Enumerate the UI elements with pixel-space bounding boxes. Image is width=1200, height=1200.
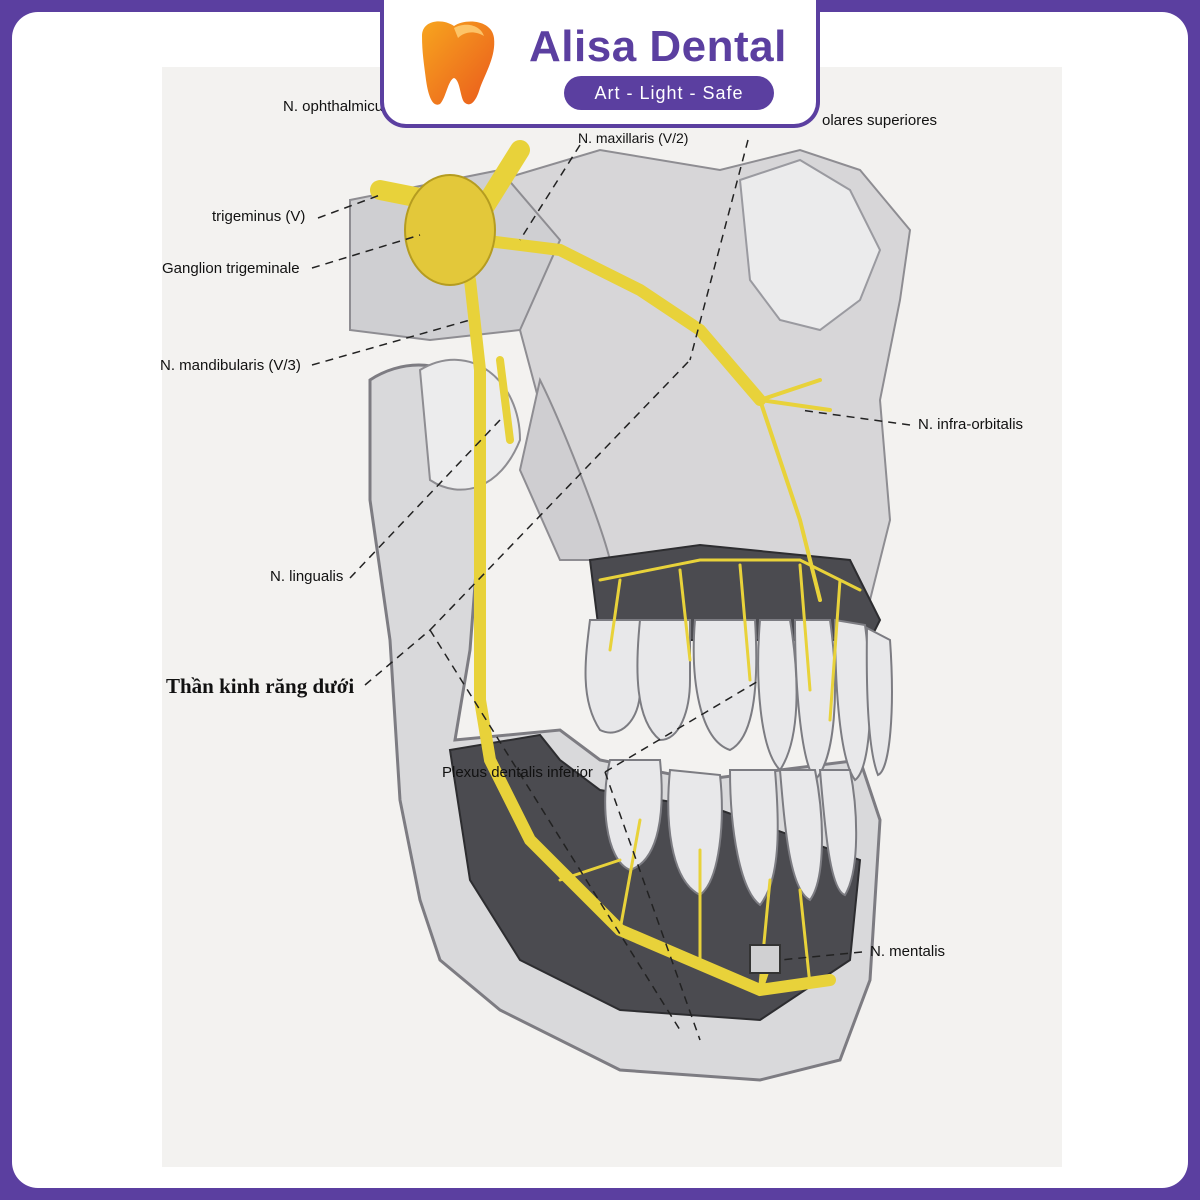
upper-plexus — [598, 558, 862, 722]
lower-plexus — [558, 818, 812, 987]
brand-tagline: Art - Light - Safe — [564, 76, 774, 110]
label-ganglion-trigeminale: Ganglion trigeminale — [162, 260, 300, 277]
label-mentalis: N. mentalis — [870, 943, 946, 960]
label-lingualis: N. lingualis — [270, 568, 344, 585]
mandibular-nerve — [464, 274, 836, 997]
leader-lines — [311, 139, 911, 1041]
tooth-logo-icon — [422, 21, 495, 105]
ganglion-trigeminale — [404, 174, 496, 286]
label-alveolares-superiores: olares superiores — [822, 112, 938, 129]
brand-logo-tab: Alisa Dental Art - Light - Safe — [380, 0, 820, 128]
maxillary-nerve — [474, 234, 766, 406]
label-maxillaris: N. maxillaris (V/2) — [578, 130, 689, 146]
upper-teeth — [584, 618, 893, 782]
mental-foramen — [749, 944, 781, 974]
infraorbital-branches — [758, 378, 832, 602]
label-mandibularis: N. mandibularis (V/3) — [160, 357, 301, 374]
orbit-rim — [738, 158, 882, 332]
label-infraorbitalis: N. infra-orbitalis — [918, 416, 1024, 433]
ramus-notch — [418, 358, 522, 491]
lingual-nerve — [496, 356, 514, 444]
label-trigeminus: trigeminus (V) — [212, 208, 306, 225]
label-ophthalmicus: N. ophthalmicu — [283, 98, 384, 115]
brand-name: Alisa Dental — [529, 22, 787, 71]
label-inferior-alveolar-nerve: Thần kinh răng dưới — [166, 674, 355, 698]
lower-teeth — [604, 759, 858, 907]
label-plexus-dentalis-inferior: Plexus dentalis inferior — [442, 764, 593, 781]
